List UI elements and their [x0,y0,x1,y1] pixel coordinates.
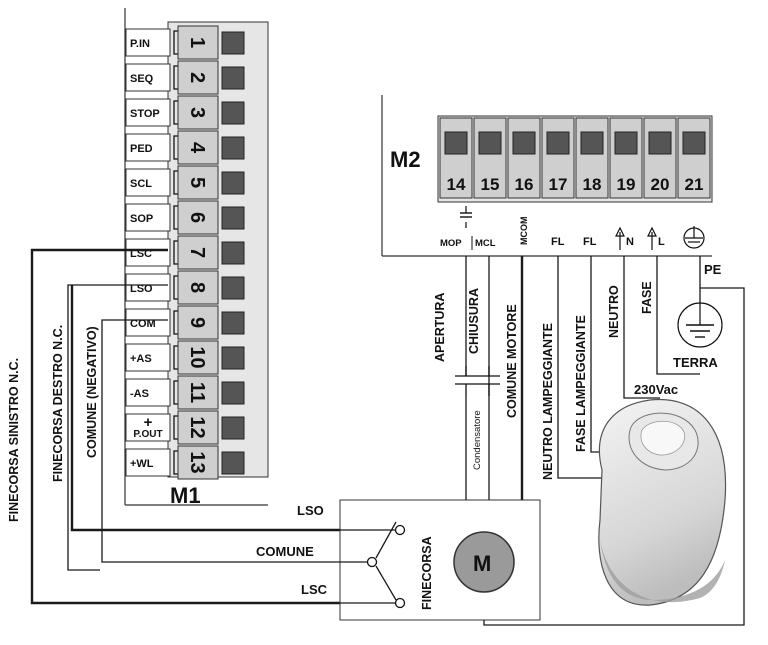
m1-terminal-4: PED 4 [125,130,245,165]
motor-label: M [473,551,491,576]
m2-label-n: N [626,236,634,248]
m1-number-2: 2 [186,72,208,83]
m2-label-fl1: FL [551,236,565,248]
motor-box-finecorsa: FINECORSA [420,536,434,610]
label-fase: FASE [640,281,654,314]
wires [30,248,745,626]
m1-number-3: 3 [186,107,208,118]
earth-ground-icon [677,302,723,348]
m1-terminal-5: SCL 5 [125,165,245,200]
m1-title: M1 [170,483,201,508]
m1-number-8: 8 [186,282,208,293]
label-condensatore: Condensatore [472,410,483,470]
m2-terminal-20: 20 [643,117,677,199]
m1-label-10: +AS [130,353,152,365]
m2-title: M2 [390,147,421,172]
m1-label-4: PED [130,143,153,155]
m1-number-10: 10 [186,346,208,368]
m2-label-mop: MOP [440,238,462,249]
m2-sublabels: MOP MCL MCOM FL FL N L [440,206,705,250]
m1-label-2: SEQ [130,73,154,85]
m1-terminal-9: COM 9 [125,305,245,340]
label-terra: TERRA [673,355,718,370]
m2-number-16: 16 [515,175,534,194]
wire-labels: FINECORSA SINISTRO N.C. FINECORSA DESTRO… [7,262,723,522]
motor-box-lsc: LSC [301,582,328,597]
m1-label-3: STOP [130,108,160,120]
m2-number-18: 18 [583,175,602,194]
m1-number-1: 1 [186,37,208,48]
m2-terminal-21: 21 [677,117,711,199]
label-voltage: 230Vac [634,382,678,397]
m1-label-12: +P.OUT [133,414,162,440]
label-fase-lampeggiante: FASE LAMPEGGIANTE [574,315,588,452]
m1-terminal-8: LSO 8 [125,270,245,305]
m1-terminal-6: SOP 6 [125,200,245,235]
m2-label-l: L [658,236,665,248]
phase-arrow-icon [647,226,657,250]
m1-terminal-10: +AS 10 [125,340,245,375]
m1-terminal-11: -AS 11 [125,375,245,410]
m1-number-9: 9 [186,317,208,328]
motor-box-comune: COMUNE [256,544,314,559]
m2-terminal-block: M2 14 15 16 17 18 19 20 21 MOP MCL MCOM FL FL N… [381,95,713,257]
m1-label-6: SOP [130,213,153,225]
m1-terminal-12: +P.OUT 12 [125,410,245,445]
label-comune-negativo: COMUNE (NEGATIVO) [85,326,99,458]
label-neutro: NEUTRO [607,285,621,338]
m1-label-9: COM [130,318,156,330]
motor-icon [453,531,515,593]
neutral-arrow-icon [615,226,625,250]
flashing-lamp-icon [598,398,727,606]
m2-number-21: 21 [685,175,704,194]
m1-number-11: 11 [186,382,208,403]
m1-label-13: +WL [130,458,154,470]
m1-terminal-13: +WL 13 [125,445,245,480]
label-pe: PE [704,262,722,277]
m1-terminal-1: P.IN 1 [125,25,245,60]
m1-number-4: 4 [186,142,208,154]
m2-terminal-19: 19 [609,117,643,199]
m2-terminal-15: 15 [473,117,507,199]
m1-terminal-3: STOP 3 [125,95,245,130]
label-apertura: APERTURA [433,293,447,362]
m1-number-5: 5 [186,177,208,188]
motor-box: LSO COMUNE LSC FINECORSA M [256,499,541,621]
m2-terminal-17: 17 [541,117,575,199]
ground-icon [683,226,705,249]
motor-box-lso: LSO [297,503,324,518]
m2-number-19: 19 [617,175,636,194]
m2-number-14: 14 [447,175,466,194]
m2-label-mcl: MCL [475,238,496,249]
m1-label-1: P.IN [130,38,150,50]
m2-terminal-16: 16 [507,117,541,199]
label-comune-motore: COMUNE MOTORE [505,304,519,418]
m1-number-7: 7 [186,247,208,258]
label-finecorsa-sinistro: FINECORSA SINISTRO N.C. [7,358,21,522]
m2-number-15: 15 [481,175,500,194]
m1-label-5: SCL [130,178,152,190]
m1-label-8: LSO [130,283,153,295]
m1-number-6: 6 [186,212,208,223]
m2-terminal-18: 18 [575,117,609,199]
m1-label-11: -AS [130,388,149,400]
m1-number-13: 13 [186,451,208,473]
label-chiusura: CHIUSURA [467,288,481,354]
m1-number-12: 12 [186,416,208,438]
m2-label-fl2: FL [583,236,597,248]
m2-label-mcom: MCOM [519,217,529,246]
label-neutro-lampeggiante: NEUTRO LAMPEGGIANTE [541,323,555,480]
m2-terminal-14: 14 [439,117,473,199]
m1-terminal-2: SEQ 2 [125,60,245,95]
m2-number-20: 20 [651,175,670,194]
m2-number-17: 17 [549,175,568,194]
capacitor-icon [455,366,500,396]
label-finecorsa-destro: FINECORSA DESTRO N.C. [51,325,65,482]
